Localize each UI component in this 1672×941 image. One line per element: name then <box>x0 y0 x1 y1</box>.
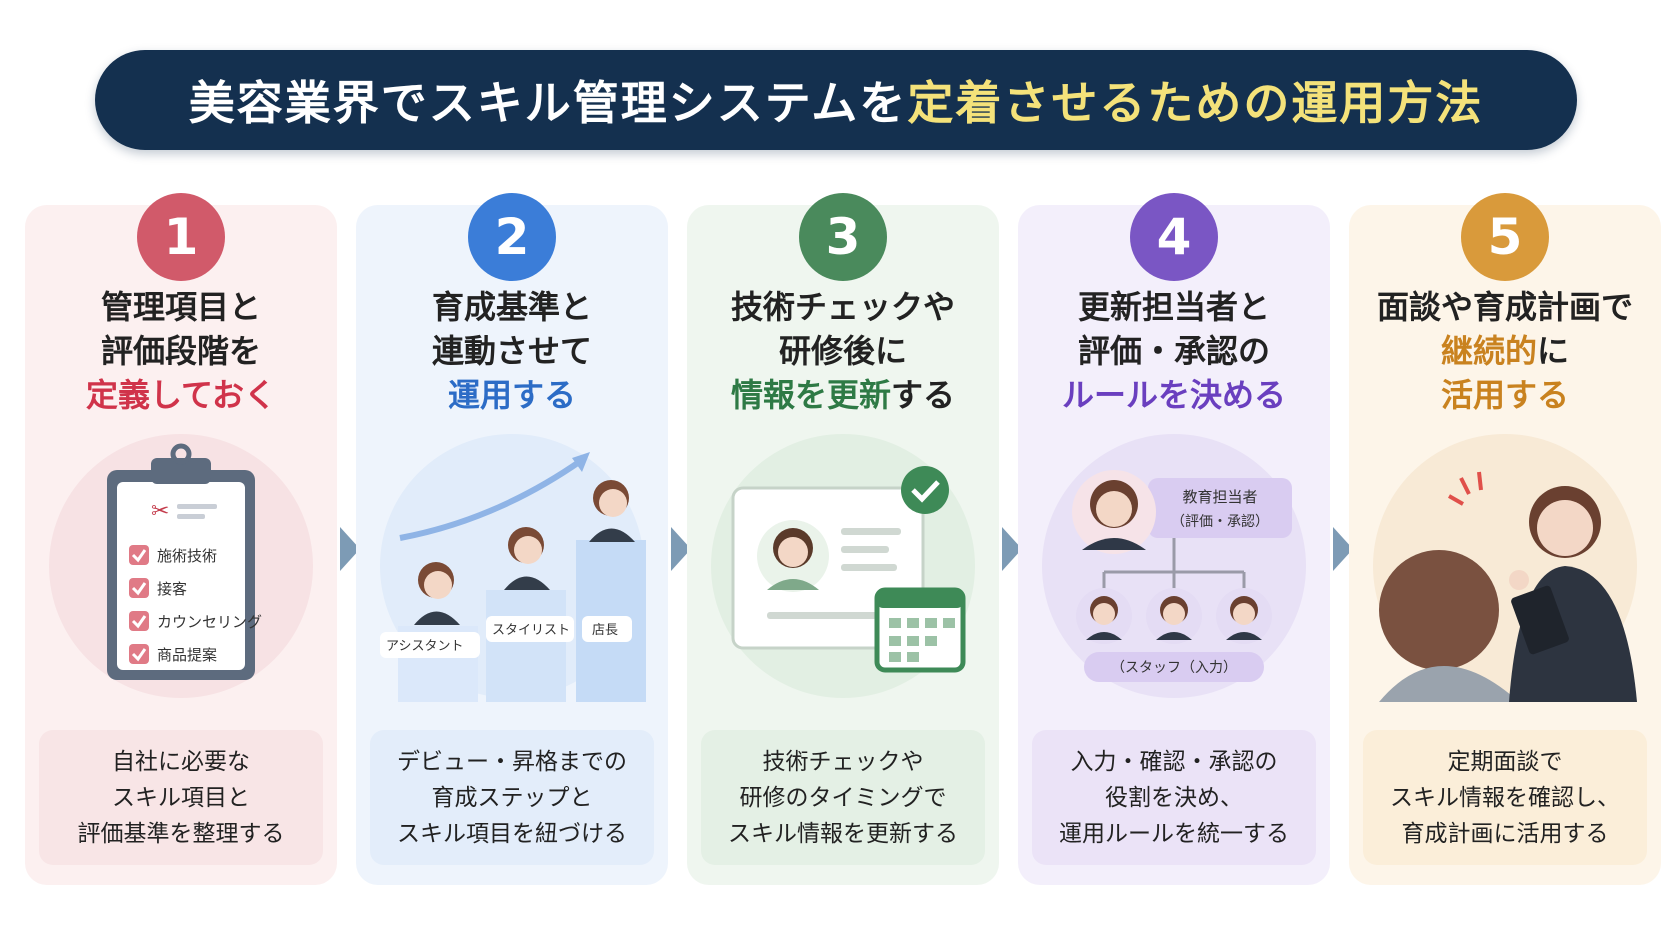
step-title-highlight: 定義しておく <box>25 373 337 417</box>
step-card-5: 5 面談や育成計画で 継続的に 活用する 定期面談で スキル情報を確認し、 育成… <box>1349 193 1661 885</box>
step-description: 入力・確認・承認の 役割を決め、 運用ルールを統一する <box>1032 730 1316 865</box>
step-title-line: 更新担当者と <box>1077 288 1270 326</box>
desc-line: 技術チェックや <box>762 748 924 775</box>
highlight-text: 運用する <box>447 376 576 414</box>
page-title-highlight: 定着させるための運用方法 <box>907 76 1484 130</box>
desc-line: 自社に必要な <box>112 748 250 775</box>
step-title-line: 連動させて <box>431 332 592 370</box>
highlight-text: 継続的 <box>1440 332 1537 370</box>
highlight-text: ルールを決める <box>1061 376 1286 414</box>
step-title-line: 評価・承認の <box>1077 332 1270 370</box>
career-label: 店長 <box>592 623 618 638</box>
checklist-item: 施術技術 <box>157 547 217 565</box>
desc-line: 運用ルールを統一する <box>1059 820 1289 847</box>
step-number-badge: 2 <box>468 193 556 281</box>
clipboard-checklist-icon: ✂ 施術技術 接客 カウンセリング 商品提案 <box>45 430 317 702</box>
step-title-highlight: 運用する <box>356 373 668 417</box>
page-title-banner: 美容業界でスキル管理システムを定着させるための運用方法 <box>95 50 1577 150</box>
step-number-badge: 1 <box>137 193 225 281</box>
step-title-highlight: ルールを決める <box>1018 373 1330 417</box>
step-card-3: 3 技術チェックや 研修後に 情報を更新する <box>687 193 999 885</box>
desc-line: スキル情報を更新する <box>728 820 958 847</box>
profile-calendar-icon <box>707 430 979 702</box>
checklist-item: 商品提案 <box>157 646 217 664</box>
step-card-2: 2 育成基準と 連動させて 運用する <box>356 193 668 885</box>
desc-line: スキル情報を確認し、 <box>1390 784 1620 811</box>
desc-line: スキル項目を紐づける <box>397 820 627 847</box>
checklist-item: 接客 <box>157 580 187 598</box>
step-number-badge: 3 <box>799 193 887 281</box>
desc-line: 定期面談で <box>1447 748 1563 775</box>
step-number-badge: 5 <box>1461 193 1549 281</box>
step-title-line: 育成基準と <box>431 288 592 326</box>
career-label: アシスタント <box>386 639 463 654</box>
step-title-line: 技術チェックや <box>730 288 955 326</box>
checklist-item: カウンセリング <box>157 613 262 631</box>
step-title-highlight: 活用する <box>1349 373 1661 417</box>
step-title: 更新担当者と 評価・承認の ルールを決める <box>1018 285 1330 417</box>
desc-line: デビュー・昇格までの <box>397 748 627 775</box>
career-steps-icon: アシスタント スタイリスト 店長 <box>376 430 648 702</box>
desc-line: 評価基準を整理する <box>77 820 285 847</box>
page-title: 美容業界でスキル管理システムを <box>188 76 908 130</box>
desc-line: スキル項目と <box>112 784 250 811</box>
highlight-text: 情報を更新 <box>730 376 891 414</box>
step-description: 自社に必要な スキル項目と 評価基準を整理する <box>39 730 323 865</box>
staff-label: （スタッフ（入力） <box>1111 660 1237 676</box>
manager-role-note: （評価・承認） <box>1171 514 1269 530</box>
highlight-text: 定義しておく <box>85 376 277 414</box>
step-number-badge: 4 <box>1130 193 1218 281</box>
chevron-right-icon <box>340 527 360 571</box>
step-description: 定期面談で スキル情報を確認し、 育成計画に活用する <box>1363 730 1647 865</box>
desc-line: 役割を決め、 <box>1105 784 1243 811</box>
step-title-line: 管理項目と <box>100 288 261 326</box>
org-chart-icon: 教育担当者 （評価・承認） （スタッフ（入力） <box>1038 430 1310 702</box>
step-title: 管理項目と 評価段階を 定義しておく <box>25 285 337 417</box>
chevron-right-icon <box>1002 527 1022 571</box>
step-card-1: 1 管理項目と 評価段階を 定義しておく ✂ <box>25 193 337 885</box>
manager-role: 教育担当者 <box>1182 488 1257 506</box>
chevron-right-icon <box>1333 527 1353 571</box>
desc-line: 入力・確認・承認の <box>1070 748 1278 775</box>
interview-icon <box>1369 430 1641 702</box>
step-title-line: 研修後に <box>778 332 907 370</box>
desc-line: 研修のタイミングで <box>739 784 947 811</box>
step-title-line: 面談や育成計画で <box>1376 288 1633 326</box>
step-title: 育成基準と 連動させて 運用する <box>356 285 668 417</box>
highlight-suffix: する <box>891 376 956 414</box>
step-card-4: 4 更新担当者と 評価・承認の ルールを決める 教育担当者 （評価・承認） <box>1018 193 1330 885</box>
step-description: デビュー・昇格までの 育成ステップと スキル項目を紐づける <box>370 730 654 865</box>
step-title-line: 継続的に <box>1349 329 1661 373</box>
step-title-highlight: 情報を更新する <box>687 373 999 417</box>
career-label: スタイリスト <box>492 623 570 638</box>
highlight-suffix: に <box>1537 332 1570 370</box>
chevron-right-icon <box>671 527 691 571</box>
svg-text:✂: ✂ <box>151 499 169 524</box>
step-title-line: 評価段階を <box>100 332 261 370</box>
desc-line: 育成計画に活用する <box>1401 820 1609 847</box>
highlight-text: 活用する <box>1440 376 1569 414</box>
step-title: 技術チェックや 研修後に 情報を更新する <box>687 285 999 417</box>
step-description: 技術チェックや 研修のタイミングで スキル情報を更新する <box>701 730 985 865</box>
desc-line: 育成ステップと <box>431 784 593 811</box>
step-title: 面談や育成計画で 継続的に 活用する <box>1349 285 1661 417</box>
